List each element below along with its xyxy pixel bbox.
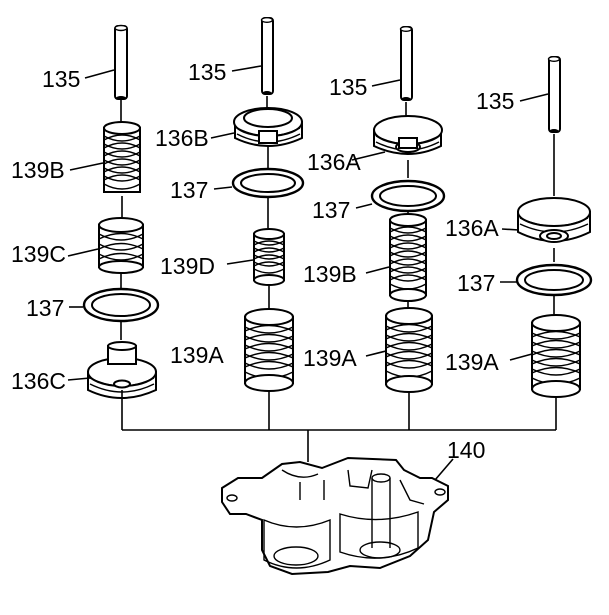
pin-135-col2 (260, 17, 274, 95)
spring-139a-col2 (244, 308, 294, 392)
spring-139a-col3 (385, 307, 433, 393)
label-139a-col4: 139A (445, 349, 499, 375)
label-139b-col3: 139B (303, 261, 357, 287)
piston-136a-col4 (517, 197, 591, 243)
label-137-col3: 137 (312, 197, 350, 223)
label-139c-col1: 139C (11, 241, 66, 267)
label-136b-col2: 136B (155, 125, 209, 151)
label-135-col1: 135 (42, 66, 80, 92)
column-3 (351, 26, 446, 430)
valve-body-140 (221, 456, 449, 576)
assembly-connector-lines (122, 429, 556, 462)
seal-137-col3 (370, 179, 446, 213)
spring-139a-col4 (531, 314, 581, 398)
label-135-col3: 135 (329, 74, 367, 100)
pin-135-col4 (547, 56, 561, 133)
piston-136a-col3 (373, 115, 443, 155)
piston-136c-col1 (87, 341, 157, 399)
spring-139c-col1 (98, 217, 144, 274)
piston-136b-col2 (233, 107, 303, 147)
pin-135-col3 (399, 26, 413, 101)
label-137-col1: 137 (26, 295, 64, 321)
label-136c-col1: 136C (11, 368, 66, 394)
label-139d-col2: 139D (160, 253, 215, 279)
label-139a-col2: 139A (170, 342, 224, 368)
label-135-col4: 135 (476, 88, 514, 114)
spring-139d-col2 (253, 228, 285, 286)
label-135-col2: 135 (188, 59, 226, 85)
callout-labels: 135 139B 139C 137 136C 135 136B 137 139D… (11, 59, 514, 463)
label-139b-col1: 139B (11, 157, 65, 183)
column-4 (500, 56, 593, 430)
label-137-col2: 137 (170, 177, 208, 203)
column-1 (67, 24, 160, 430)
seal-137-col1 (82, 287, 160, 323)
label-139a-col3: 139A (303, 345, 357, 371)
spring-139b-col1 (103, 121, 141, 193)
column-2 (210, 17, 305, 430)
label-136a-col4: 136A (445, 215, 499, 241)
pin-135-col1 (114, 24, 128, 100)
spring-139b-col3 (389, 213, 427, 302)
seal-137-col2 (231, 167, 305, 199)
label-137-col4: 137 (457, 270, 495, 296)
label-140-body: 140 (447, 437, 485, 463)
label-136a-col3: 136A (307, 149, 361, 175)
seal-137-col4 (515, 263, 593, 297)
